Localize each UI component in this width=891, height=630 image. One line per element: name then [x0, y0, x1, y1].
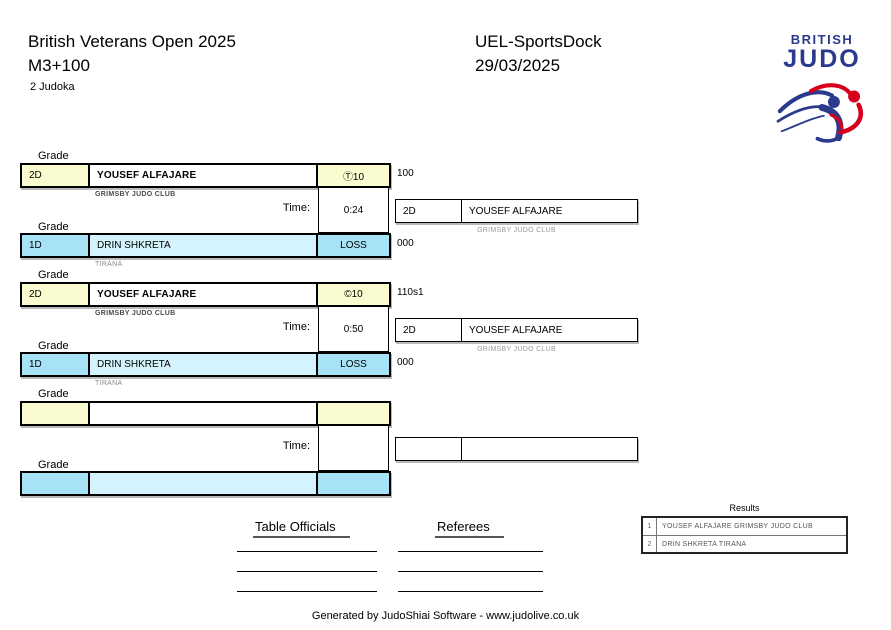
points-code: 000: [397, 238, 414, 249]
competitor-row: 1D DRIN SHKRETA LOSS: [20, 352, 391, 377]
grade-cell: 2D: [22, 165, 90, 186]
score-cell: Ⓣ10: [318, 165, 389, 186]
footer-credit: Generated by JudoShiai Software - www.ju…: [311, 610, 580, 622]
grade-cell: 1D: [22, 354, 90, 375]
time-label: Time:: [282, 440, 310, 452]
club-name: TIRANA: [95, 380, 123, 387]
score-cell: ©10: [318, 284, 389, 305]
match-time: 0:50: [318, 307, 389, 352]
result-place: 1: [643, 518, 657, 535]
logo-text-judo: JUDO: [783, 44, 861, 73]
points-code: 110s1: [397, 287, 424, 298]
bracket-match-3: Grade Time: Grade: [20, 388, 880, 508]
points-code: 100: [397, 168, 414, 179]
score-cell: LOSS: [318, 235, 389, 256]
grade-cell: 2D: [22, 284, 90, 305]
competitor-name: [90, 473, 318, 494]
signature-line: [398, 551, 543, 552]
winner-box: 2D YOUSEF ALFAJARE: [395, 199, 638, 223]
category-title: M3+100: [28, 56, 90, 75]
referees-heading: Referees: [435, 519, 504, 538]
results-row: 1 YOUSEF ALFAJARE GRIMSBY JUDO CLUB: [643, 518, 846, 535]
venue-name: UEL-SportsDock: [475, 32, 602, 51]
grade-label: Grade: [38, 340, 69, 352]
bracket-match-2: Grade 2D YOUSEF ALFAJARE ©10 110s1 GRIMS…: [20, 269, 880, 389]
competitor-row: 1D DRIN SHKRETA LOSS: [20, 233, 391, 258]
judoka-figure-icon: [772, 80, 872, 151]
competitor-row: [20, 401, 391, 426]
signature-line: [398, 571, 543, 572]
time-label: Time:: [282, 202, 310, 214]
competitor-name: DRIN SHKRETA: [90, 235, 318, 256]
competitor-name: DRIN SHKRETA: [90, 354, 318, 375]
result-place: 2: [643, 536, 657, 552]
winner-name: [462, 438, 637, 460]
competitor-name: YOUSEF ALFAJARE: [90, 165, 318, 186]
signature-line: [398, 591, 543, 592]
result-competitor: DRIN SHKRETA TIRANA: [662, 540, 747, 548]
british-judo-logo: BRITISH JUDO: [772, 33, 872, 151]
results-row: 2 DRIN SHKRETA TIRANA: [643, 535, 846, 552]
competitor-row: 2D YOUSEF ALFAJARE ©10: [20, 282, 391, 307]
signature-line: [237, 551, 377, 552]
club-name: GRIMSBY JUDO CLUB: [95, 191, 176, 198]
results-heading: Results: [729, 503, 760, 513]
logo-text-british: BRITISH: [790, 32, 854, 47]
match-time: 0:24: [318, 188, 389, 233]
grade-cell: 1D: [22, 235, 90, 256]
competitor-row: 2D YOUSEF ALFAJARE Ⓣ10: [20, 163, 391, 188]
winner-club: GRIMSBY JUDO CLUB: [477, 227, 556, 234]
results-table: 1 YOUSEF ALFAJARE GRIMSBY JUDO CLUB 2 DR…: [641, 516, 848, 554]
club-name: GRIMSBY JUDO CLUB: [95, 310, 176, 317]
club-name: TIRANA: [95, 261, 123, 268]
grade-cell: [22, 403, 90, 424]
time-label: Time:: [282, 321, 310, 333]
winner-box: 2D YOUSEF ALFAJARE: [395, 318, 638, 342]
signature-line: [237, 591, 377, 592]
score-cell: LOSS: [318, 354, 389, 375]
grade-label: Grade: [38, 269, 69, 281]
competitor-row: [20, 471, 391, 496]
winner-grade: [396, 438, 462, 460]
score-cell: [318, 473, 389, 494]
match-time: [318, 426, 389, 471]
competitor-name: [90, 403, 318, 424]
winner-name: YOUSEF ALFAJARE: [469, 205, 563, 217]
winner-grade: 2D: [396, 319, 462, 341]
points-code: 000: [397, 357, 414, 368]
tournament-title: British Veterans Open 2025: [28, 32, 236, 51]
event-date: 29/03/2025: [475, 56, 561, 75]
table-officials-heading: Table Officials: [253, 519, 350, 538]
judoka-count: 2 Judoka: [30, 81, 75, 93]
winner-box: [395, 437, 638, 461]
grade-label: Grade: [38, 221, 69, 233]
signature-line: [237, 571, 377, 572]
grade-cell: [22, 473, 90, 494]
score-cell: [318, 403, 389, 424]
winner-name: YOUSEF ALFAJARE: [469, 324, 563, 336]
competitor-name: YOUSEF ALFAJARE: [90, 284, 318, 305]
grade-label: Grade: [38, 150, 69, 162]
winner-club: GRIMSBY JUDO CLUB: [477, 346, 556, 353]
grade-label: Grade: [38, 388, 69, 400]
result-competitor: YOUSEF ALFAJARE GRIMSBY JUDO CLUB: [662, 523, 813, 530]
grade-label: Grade: [38, 459, 69, 471]
bracket-match-1: Grade 2D YOUSEF ALFAJARE Ⓣ10 100 GRIMSBY…: [20, 150, 880, 270]
winner-grade: 2D: [396, 200, 462, 222]
